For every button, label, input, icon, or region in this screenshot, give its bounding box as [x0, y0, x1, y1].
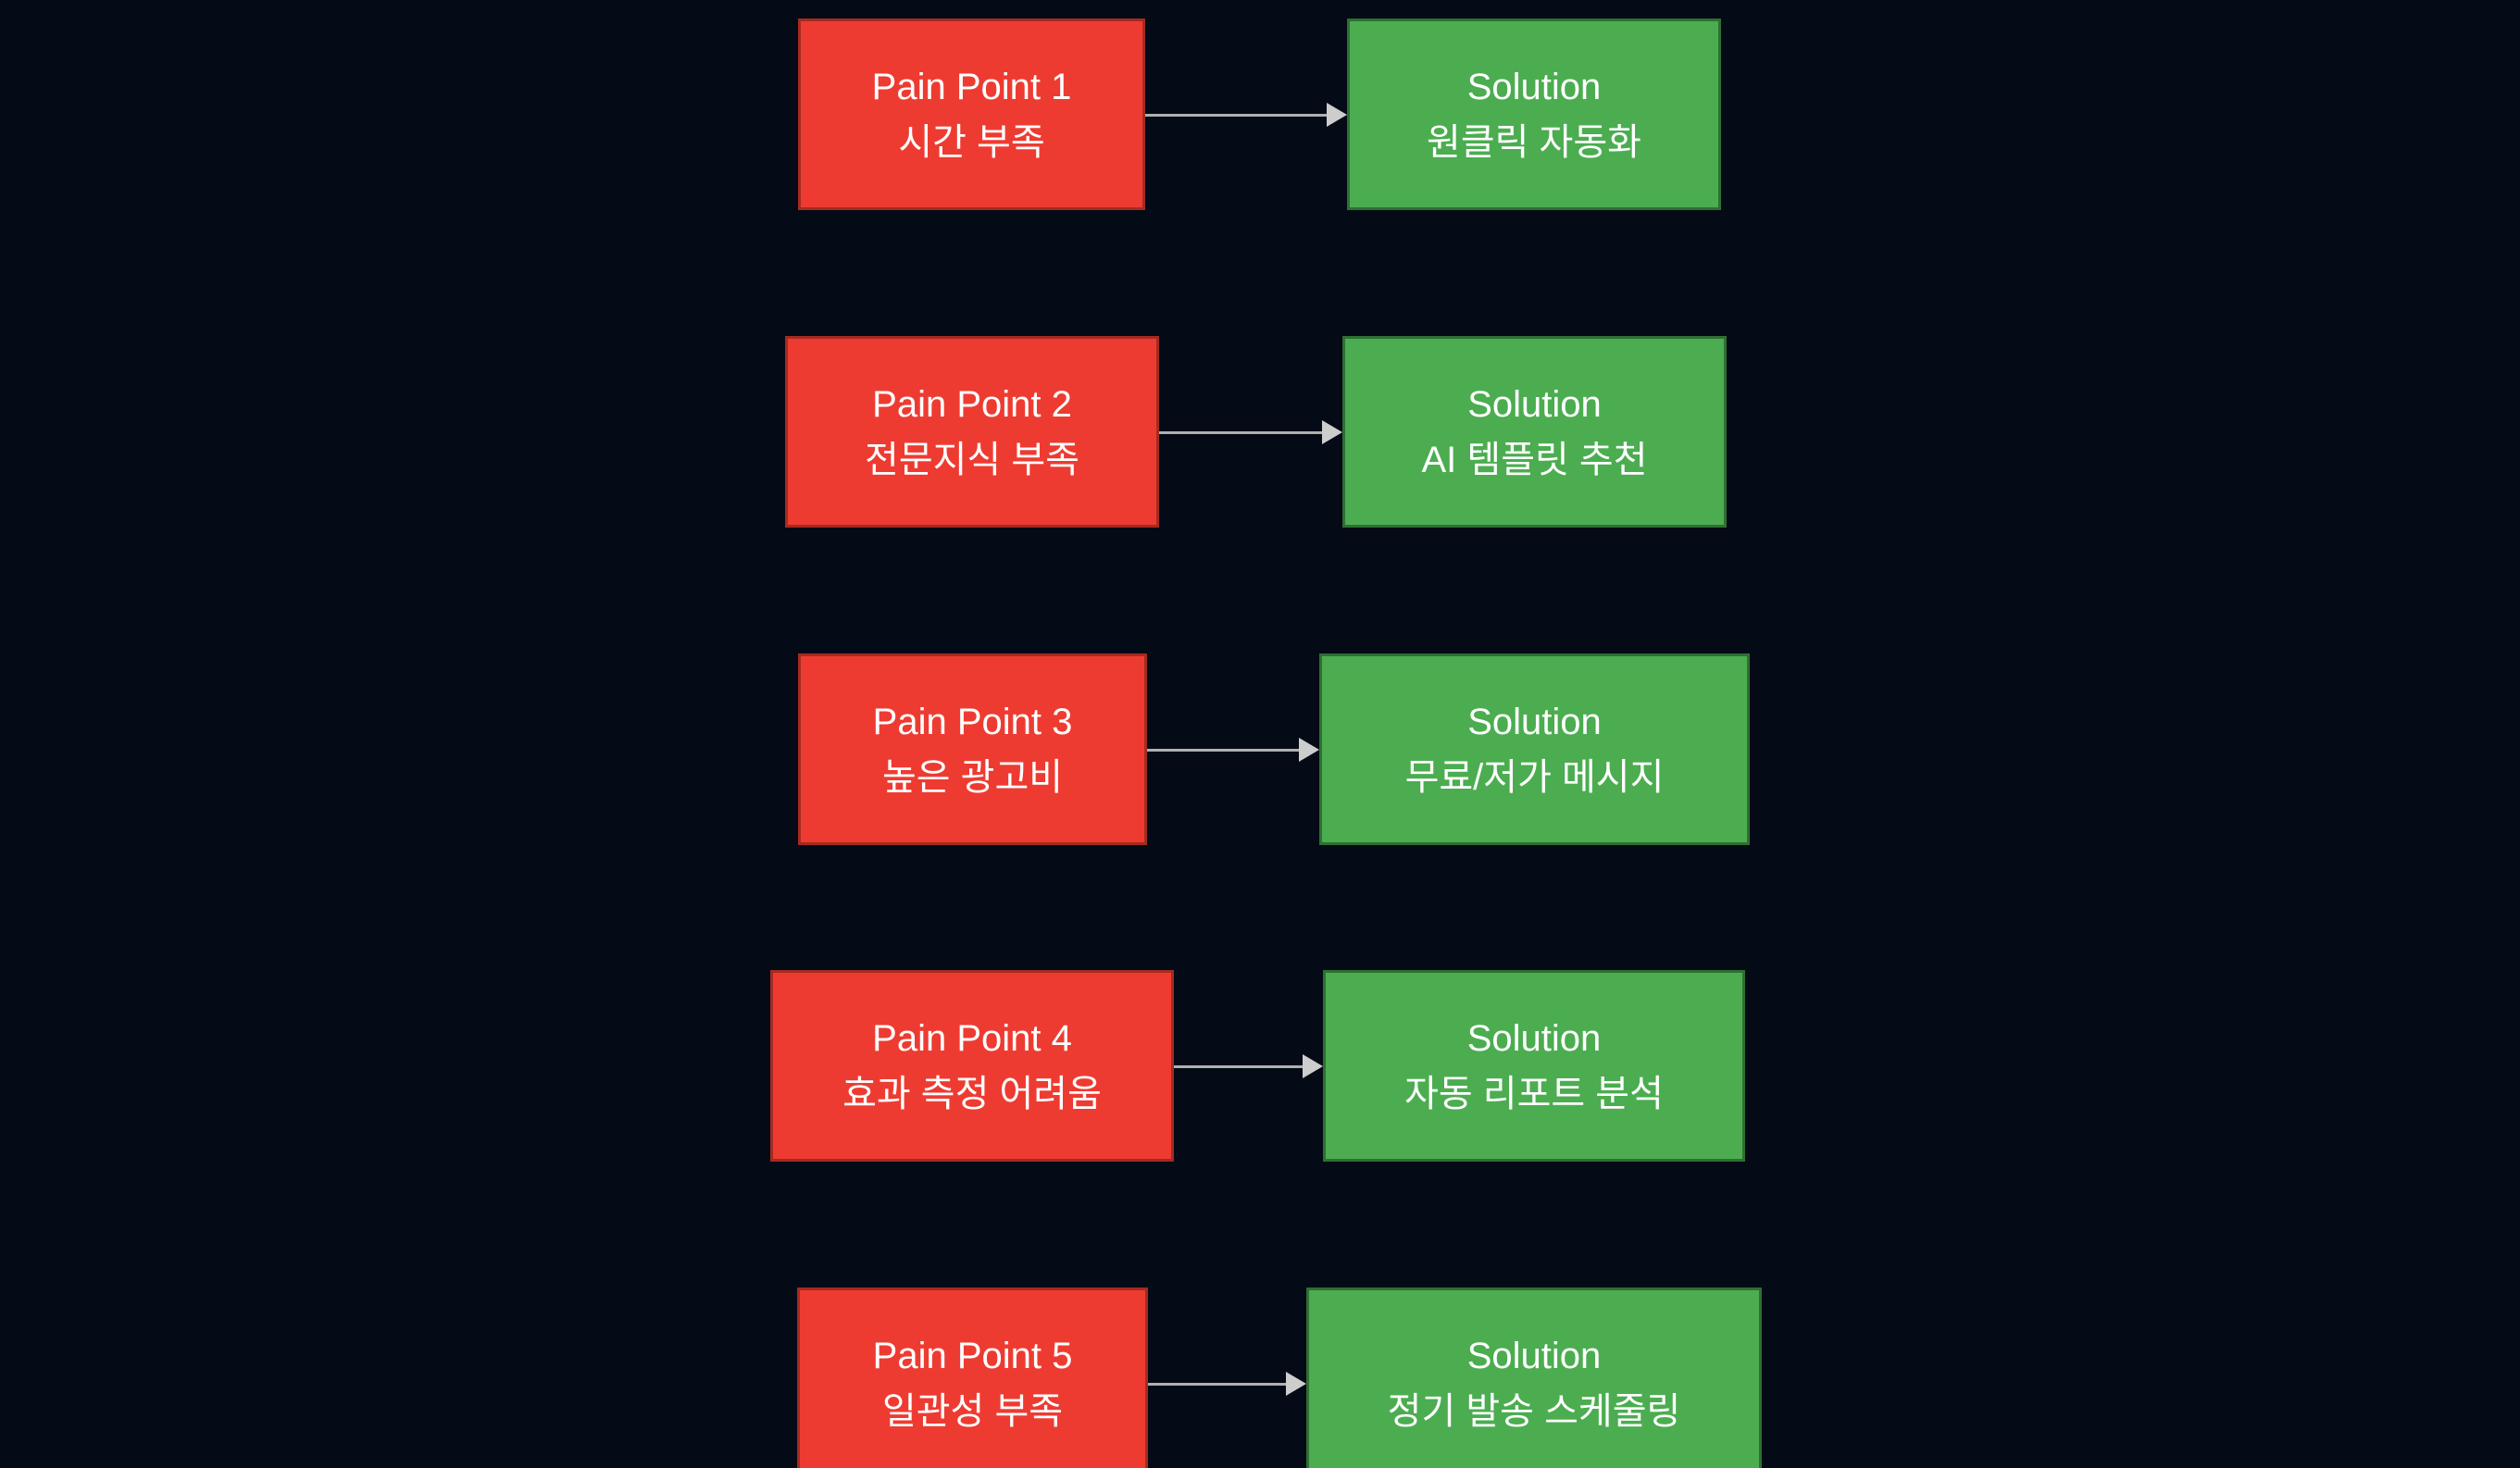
- pain-point-title: Pain Point 3: [872, 701, 1073, 742]
- solution-box-4: Solution 자동 리포트 분석: [1323, 970, 1745, 1162]
- solution-title: Solution: [1467, 701, 1602, 742]
- solution-box-3: Solution 무료/저가 메시지: [1319, 653, 1750, 845]
- pain-point-box-2: Pain Point 2 전문지식 부족: [785, 336, 1159, 528]
- pain-point-subtitle: 시간 부족: [898, 121, 1045, 163]
- pain-point-subtitle: 효과 측정 어려움: [842, 1073, 1102, 1114]
- solution-box-5: Solution 정기 발송 스케줄링: [1306, 1288, 1762, 1468]
- right-arrow-icon: [1147, 738, 1319, 762]
- arrow-head: [1327, 103, 1347, 127]
- pain-point-title: Pain Point 2: [872, 383, 1072, 425]
- solution-title: Solution: [1466, 1335, 1602, 1376]
- solution-subtitle: 정기 발송 스케줄링: [1387, 1390, 1681, 1432]
- pain-point-title: Pain Point 1: [871, 66, 1072, 107]
- solution-subtitle: 무료/저가 메시지: [1404, 756, 1665, 798]
- right-arrow-icon: [1145, 103, 1347, 127]
- pain-point-subtitle: 전문지식 부족: [865, 439, 1079, 480]
- solution-subtitle: AI 템플릿 추천: [1421, 439, 1648, 480]
- pain-point-box-3: Pain Point 3 높은 광고비: [798, 653, 1147, 845]
- right-arrow-icon: [1159, 420, 1342, 444]
- arrow-head: [1299, 738, 1319, 762]
- solution-title: Solution: [1467, 383, 1602, 425]
- pain-point-title: Pain Point 5: [872, 1335, 1073, 1376]
- arrow-shaft: [1174, 1064, 1304, 1068]
- solution-box-1: Solution 원클릭 자동화: [1347, 19, 1721, 210]
- right-arrow-icon: [1174, 1054, 1323, 1078]
- solution-subtitle: 원클릭 자동화: [1427, 121, 1641, 163]
- pain-point-subtitle: 높은 광고비: [881, 756, 1064, 798]
- pain-point-subtitle: 일관성 부족: [881, 1390, 1064, 1432]
- arrow-shaft: [1147, 748, 1300, 752]
- arrow-shaft: [1148, 1382, 1287, 1386]
- arrow-head: [1322, 420, 1342, 444]
- solution-box-2: Solution AI 템플릿 추천: [1342, 336, 1727, 528]
- pain-point-box-1: Pain Point 1 시간 부족: [798, 19, 1145, 210]
- solution-title: Solution: [1466, 66, 1602, 107]
- arrow-head: [1286, 1372, 1306, 1396]
- arrow-head: [1303, 1054, 1323, 1078]
- right-arrow-icon: [1148, 1372, 1306, 1396]
- solution-title: Solution: [1466, 1017, 1602, 1059]
- pain-point-box-5: Pain Point 5 일관성 부족: [797, 1288, 1148, 1468]
- arrow-shaft: [1145, 113, 1328, 117]
- pain-point-title: Pain Point 4: [872, 1017, 1072, 1059]
- pain-point-box-4: Pain Point 4 효과 측정 어려움: [770, 970, 1174, 1162]
- solution-subtitle: 자동 리포트 분석: [1404, 1073, 1664, 1114]
- arrow-shaft: [1159, 430, 1323, 434]
